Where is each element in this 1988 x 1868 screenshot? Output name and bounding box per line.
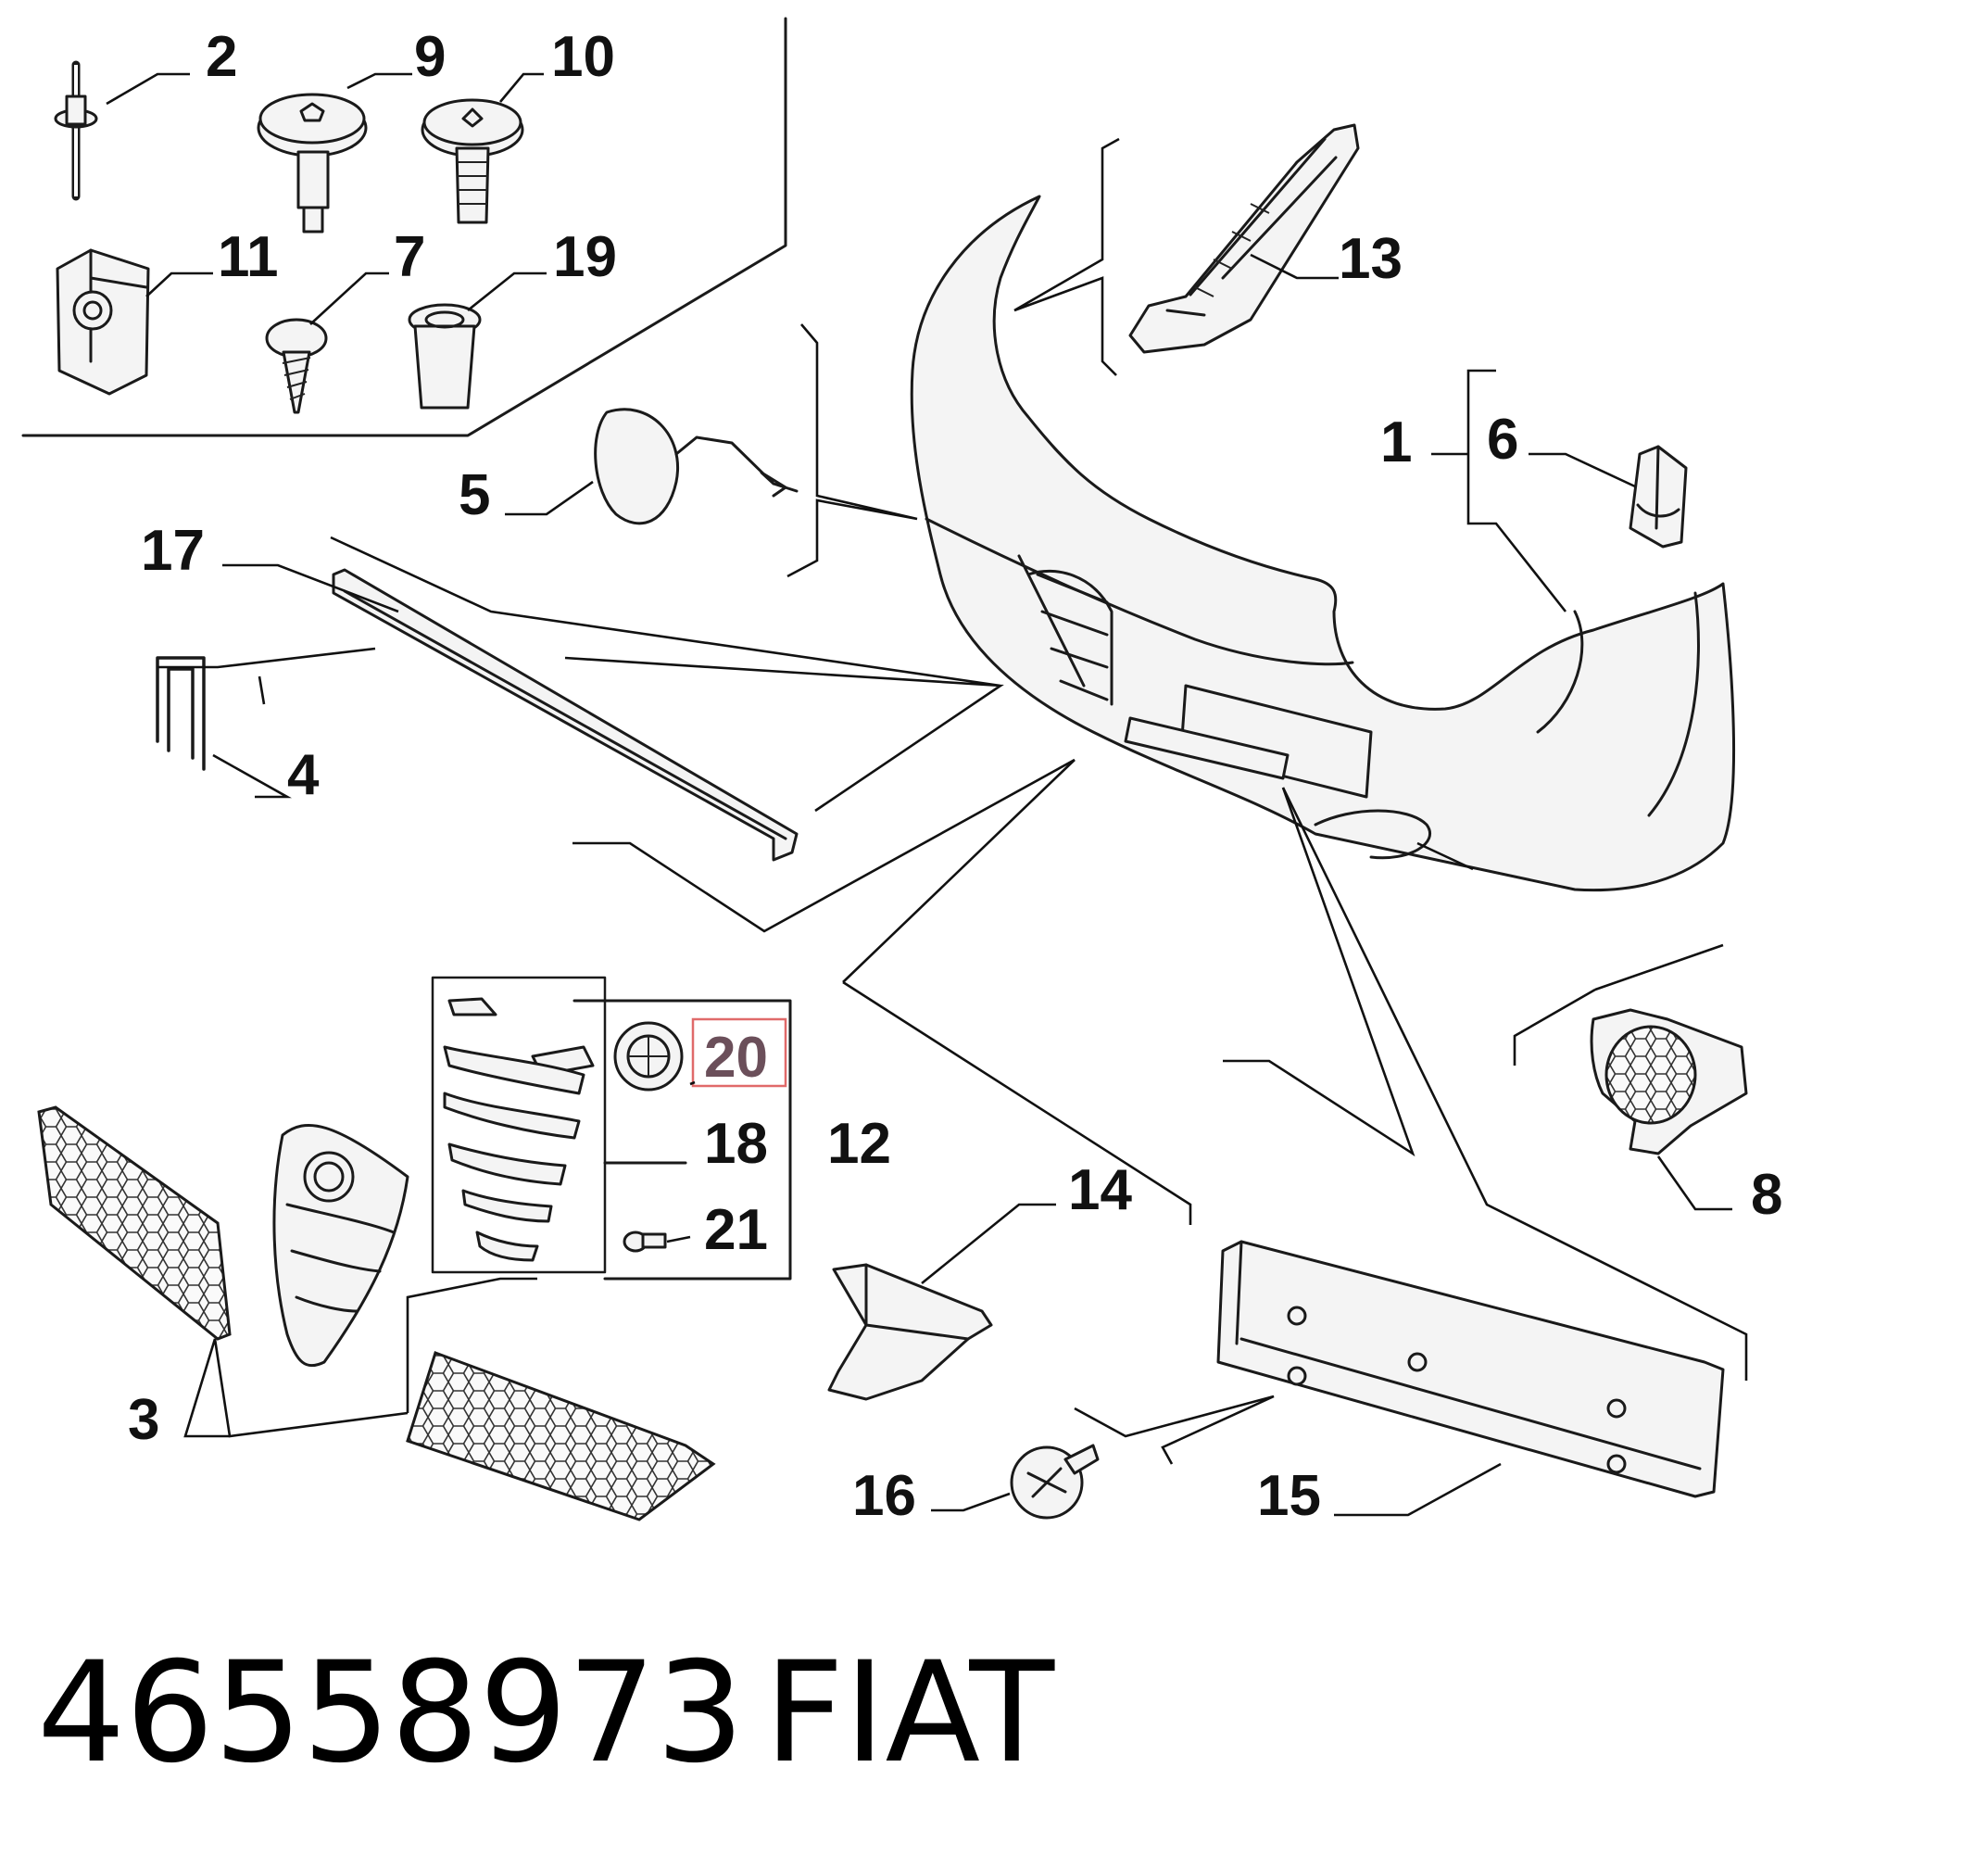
- bracket-part-13: [1128, 123, 1360, 354]
- screw-part-7: [265, 318, 328, 414]
- screw-part-10: [421, 98, 524, 224]
- callout-15: 15: [1257, 1464, 1321, 1528]
- callout-2: 2: [206, 25, 237, 89]
- screw-part-21: [623, 1231, 667, 1253]
- callout-19: 19: [553, 225, 617, 289]
- callout-17: 17: [141, 519, 205, 583]
- part-number: 46558973: [37, 1633, 744, 1794]
- leader-lines: [106, 72, 1748, 1517]
- nut-part-19: [408, 303, 482, 410]
- clip-nut-part-11: [56, 248, 150, 396]
- callout-7: 7: [394, 225, 425, 289]
- callout-9: 9: [414, 25, 446, 89]
- callout-12: 12: [827, 1112, 891, 1176]
- callout-6: 6: [1487, 408, 1518, 472]
- highlight-box-20: [691, 1017, 787, 1088]
- staple-part-4: [156, 656, 206, 771]
- trim-strip-part-17: [332, 568, 799, 862]
- callout-5: 5: [459, 463, 490, 527]
- callout-8: 8: [1751, 1163, 1782, 1227]
- callout-13: 13: [1339, 227, 1403, 291]
- callouts: 2 9 10 11 7 19 13 1 6 5 17 4 20 18 12 21…: [128, 25, 1782, 1528]
- callout-14: 14: [1068, 1158, 1132, 1222]
- callout-18: 18: [704, 1112, 768, 1176]
- side-grille-lower-part-3: [406, 1351, 716, 1521]
- hardware-inset-border: [21, 17, 787, 437]
- callout-4: 4: [287, 743, 320, 807]
- brand-name: FIAT: [764, 1633, 1055, 1794]
- side-grille-upper-part-3: [37, 1105, 232, 1341]
- callout-20: 20: [704, 1026, 768, 1090]
- callout-11: 11: [218, 225, 279, 289]
- clip-part-16: [1010, 1444, 1100, 1520]
- grille-kit-box-part-12: [431, 976, 792, 1281]
- front-bumper-part-1: [910, 195, 1736, 892]
- bracket-part-14: [827, 1263, 993, 1401]
- plate-bracket-part-15: [1216, 1240, 1725, 1498]
- rivet-part-2: [54, 60, 98, 201]
- callout-16: 16: [852, 1464, 916, 1528]
- tow-hook-cover-part-5: [594, 408, 799, 525]
- callout-21: 21: [704, 1198, 768, 1262]
- screw-part-9: [257, 93, 368, 234]
- callout-1: 1: [1380, 410, 1412, 474]
- emblem-part-20: [613, 1021, 684, 1092]
- callout-3: 3: [128, 1388, 159, 1452]
- clip-part-6: [1629, 445, 1688, 549]
- callout-10: 10: [551, 25, 615, 89]
- centre-grille-part-3: [272, 1124, 409, 1368]
- fog-grille-part-8: [1590, 1008, 1748, 1155]
